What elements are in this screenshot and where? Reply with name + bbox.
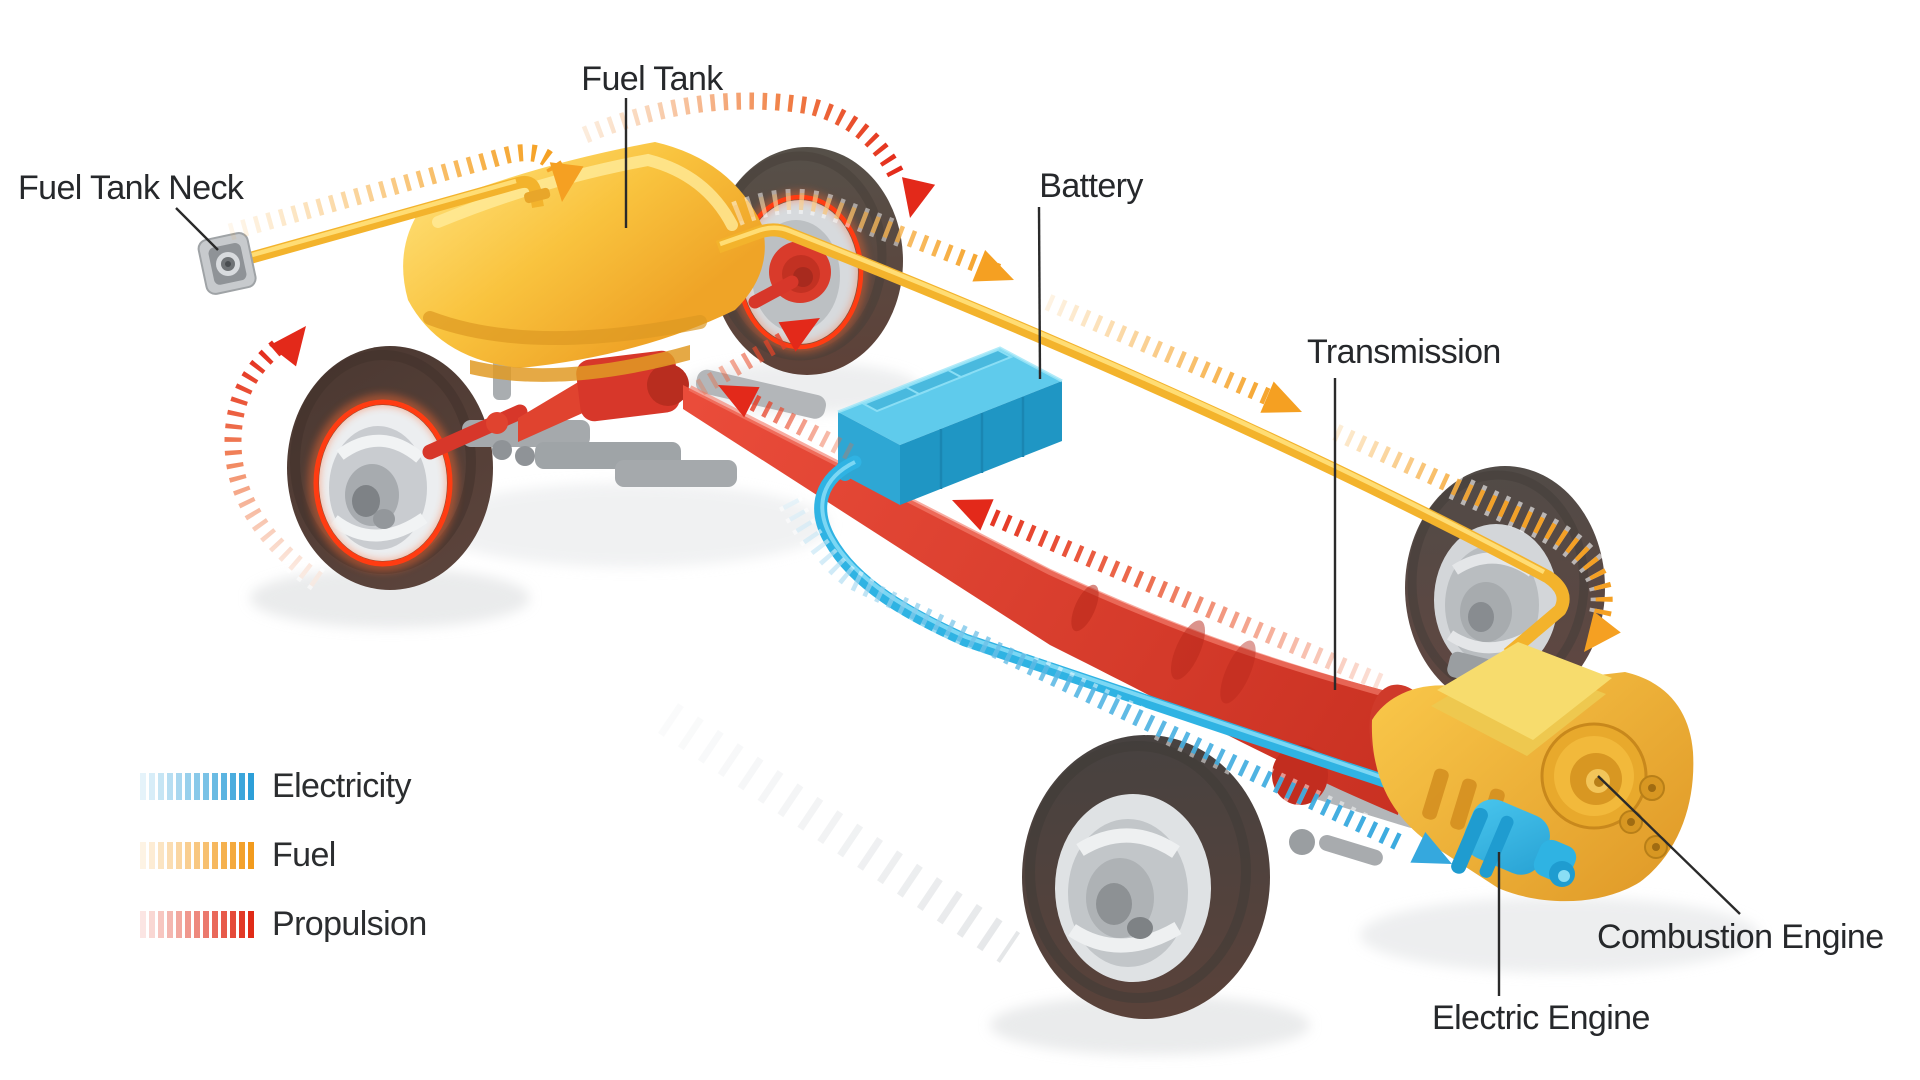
ghost-dash-trail — [657, 703, 1021, 963]
legend-label-electricity: Electricity — [272, 767, 411, 805]
propulsion-arrow-front-left-wheel — [224, 315, 323, 587]
fuel-tank-neck-label: Fuel Tank Neck — [18, 169, 244, 207]
fuel-tank-label: Fuel Tank — [581, 60, 723, 98]
battery-label: Battery — [1039, 167, 1143, 205]
fuel-arrow-to-rear — [1044, 294, 1309, 428]
fuel-arrow-neck-to-tank — [227, 144, 584, 241]
electricity-arrow — [782, 498, 1460, 880]
combustion-engine-label: Combustion Engine — [1597, 918, 1884, 956]
electricity-dash-swatch-icon — [140, 772, 257, 800]
legend-item-propulsion: Propulsion — [140, 907, 427, 941]
wheel-rear-left — [1022, 735, 1270, 1019]
transmission-label: Transmission — [1307, 333, 1501, 371]
flow-arrows — [220, 88, 1621, 880]
propulsion-arrow-from-engine — [945, 484, 1384, 690]
legend-item-electricity: Electricity — [140, 769, 411, 803]
fuel-arrow-tank-to-battery — [732, 192, 1021, 296]
fuel-arrow-to-engine — [1332, 424, 1621, 663]
battery — [836, 346, 1063, 505]
label-pointers — [175, 98, 1741, 996]
propulsion-dash-swatch-icon — [140, 910, 257, 938]
legend-label-propulsion: Propulsion — [272, 905, 427, 943]
electric-engine — [1451, 799, 1577, 887]
fuel-line — [715, 223, 1570, 659]
legend-item-fuel: Fuel — [140, 838, 336, 872]
driveshaft — [683, 385, 1402, 815]
electric-engine-label: Electric Engine — [1432, 999, 1650, 1037]
fuel-tank — [403, 142, 765, 382]
legend-label-fuel: Fuel — [272, 836, 336, 874]
propulsion-arrow-into-hub — [695, 303, 829, 396]
wheel-front-left — [287, 346, 493, 590]
fuel-tank-neck — [197, 175, 551, 295]
combustion-engine — [1369, 642, 1694, 902]
propulsion-arrow-front-right-wheel — [581, 92, 936, 222]
fuel-dash-swatch-icon — [140, 841, 257, 869]
rear-suspension — [1289, 775, 1423, 866]
